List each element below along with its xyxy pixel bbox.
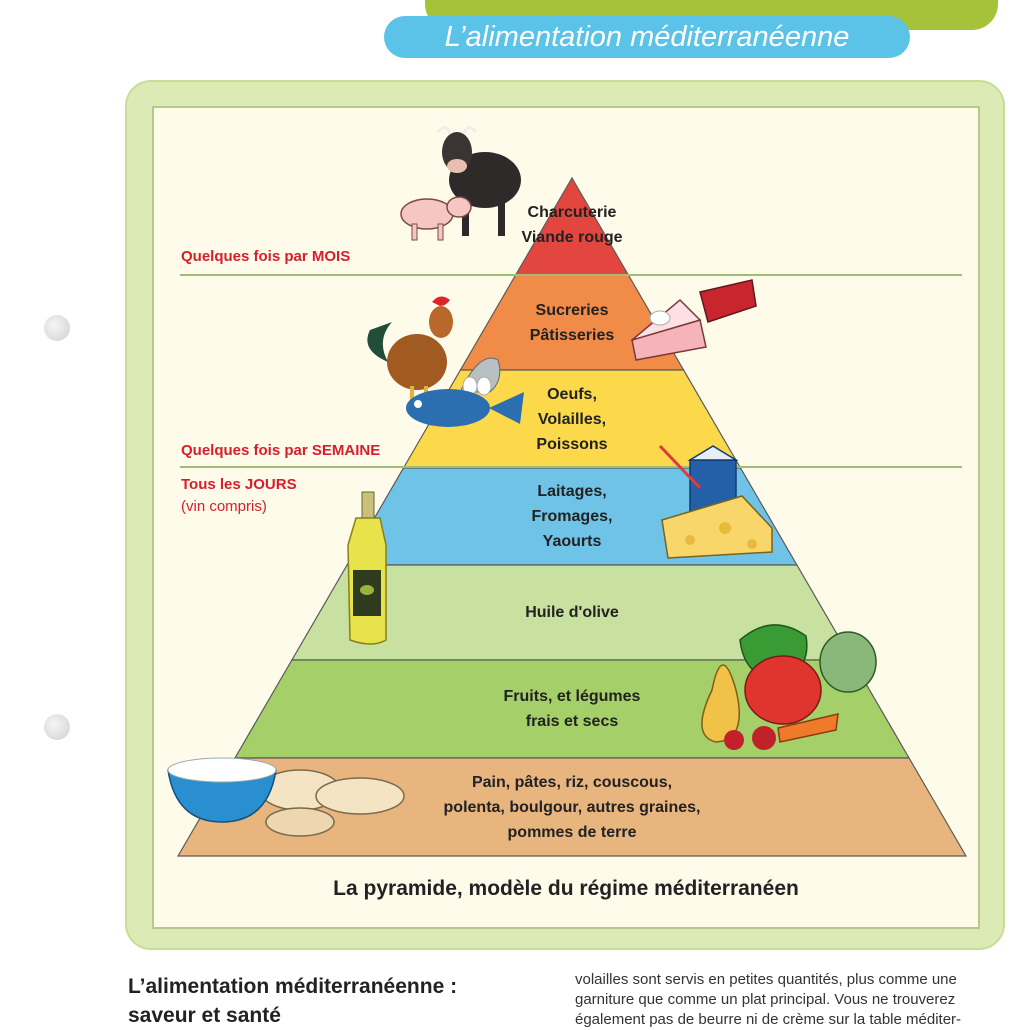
- olive-oil-bottle-icon: [347, 491, 387, 645]
- article-body: volailles sont servis en petites quantit…: [575, 970, 1005, 1030]
- pyramid-level-text: Charcuterie: [527, 204, 617, 221]
- cheese-icon: [661, 495, 773, 559]
- vegetables-icon: [701, 624, 877, 750]
- frequency-monthly: Quelques fois par MOIS: [181, 248, 351, 265]
- pyramid-level-text: Huile d'olive: [525, 604, 619, 621]
- eggs-icon: [459, 357, 501, 396]
- pyramid-level-text: Poissons: [536, 435, 608, 453]
- fish-icon: [406, 389, 524, 427]
- pyramid-level-text: Pâtisseries: [529, 326, 615, 344]
- pyramid-level-label: Huile d'olive: [372, 600, 772, 625]
- pyramid-level-text: polenta, boulgour, autres graines,: [443, 798, 701, 816]
- pyramid-level-text: Viande rouge: [521, 229, 623, 246]
- pyramid-level-text: Laitages,: [537, 483, 607, 500]
- frequency-daily: Tous les JOURS: [181, 476, 297, 493]
- pyramid-level-label: Laitages, Fromages, Yaourts: [372, 479, 772, 554]
- pyramid-level-text: Sucreries: [535, 301, 609, 319]
- article-body-line: volailles sont servis en petites quantit…: [575, 971, 957, 988]
- bread-icon: [259, 769, 405, 837]
- pyramid-level-label: Fruits, et légumes frais et secs: [372, 684, 772, 734]
- section-subtitle: L’alimentation méditerranéenne: [384, 16, 910, 58]
- pyramid-level-text: Pain, pâtes, riz, couscous,: [471, 773, 673, 791]
- flour-bowl-icon: [167, 757, 277, 823]
- pyramid-level-text: Fruits, et légumes: [503, 688, 641, 705]
- cake-icon: [631, 279, 757, 361]
- pyramid-caption: La pyramide, modèle du régime méditerran…: [333, 877, 799, 900]
- pyramid-level-label: Pain, pâtes, riz, couscous, polenta, boul…: [372, 770, 772, 845]
- frequency-daily-note: (vin compris): [181, 498, 267, 515]
- binder-hole-bottom: [44, 714, 70, 740]
- pyramid-level-label: Oeufs, Volailles, Poissons: [372, 382, 772, 457]
- milk-carton-icon: [658, 444, 739, 515]
- pyramid-level-text: Yaourts: [542, 533, 602, 550]
- pig-icon: [400, 196, 472, 241]
- binder-hole-top: [44, 315, 70, 341]
- article-body-line: également pas de beurre ni de crème sur …: [575, 1011, 962, 1028]
- cow-icon: [436, 126, 521, 236]
- frequency-weekly: Quelques fois par SEMAINE: [181, 442, 381, 459]
- pyramid-level-text: Fromages,: [531, 508, 613, 525]
- article-heading: L’alimentation méditerranéenne : saveur …: [128, 972, 553, 1030]
- pyramid-level-text: Volailles,: [537, 410, 607, 428]
- pyramid-level-text: Oeufs,: [547, 385, 597, 403]
- article-heading-line: saveur et santé: [128, 1004, 281, 1027]
- article-body-line: garniture que comme un plat principal. V…: [575, 991, 956, 1008]
- pyramid-level-text: pommes de terre: [507, 823, 637, 841]
- article-heading-line: L’alimentation méditerranéenne :: [128, 975, 458, 998]
- pyramid-level-text: frais et secs: [525, 713, 619, 730]
